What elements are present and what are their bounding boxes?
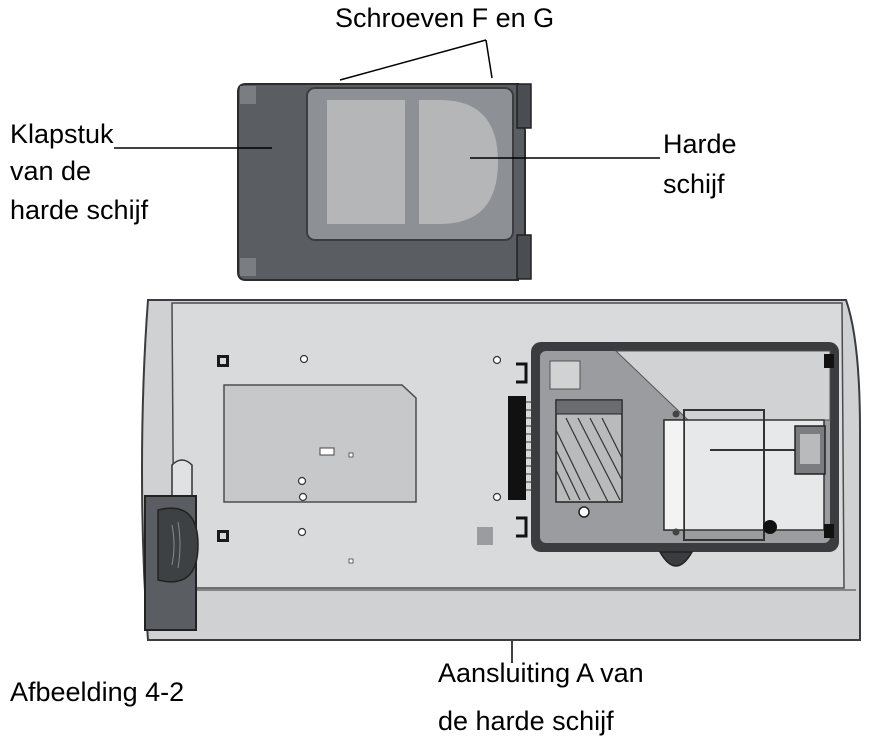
label-connector-line2: de harde schijf: [438, 706, 614, 736]
label-bracket-line2: van de: [10, 156, 92, 186]
chassis-screws: [297, 354, 502, 537]
hard-drive-assembly: [237, 83, 532, 281]
figure-caption: Afbeelding 4-2: [10, 677, 185, 707]
hard-drive-connector: [508, 362, 552, 538]
label-screws: Schroeven F en G: [335, 3, 555, 33]
label-bracket-line3: harde schijf: [10, 195, 149, 225]
drive-bay: [531, 342, 839, 567]
label-drive-line2: schijf: [663, 169, 725, 199]
label-drive-line1: Harde: [663, 129, 737, 159]
label-connector-line1: Aansluiting A van: [438, 658, 644, 688]
label-bracket-line1: Klapstuk: [10, 119, 114, 149]
